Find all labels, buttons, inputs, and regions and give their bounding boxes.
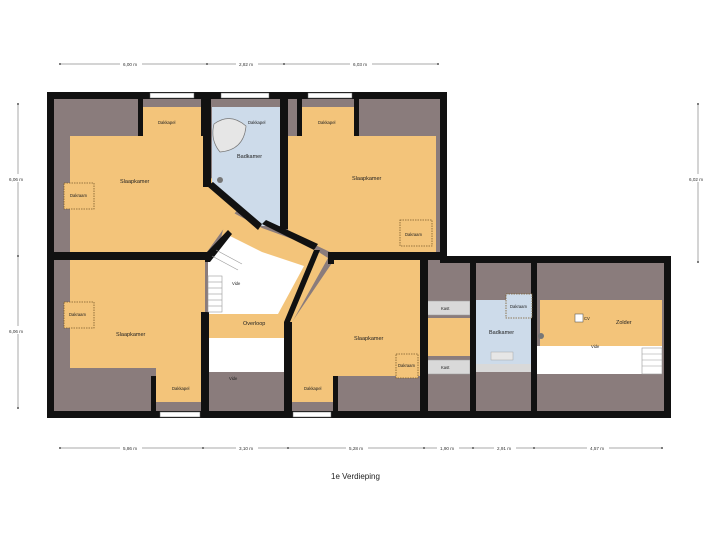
dimension-label: 3,10 m bbox=[239, 446, 253, 451]
label-kast: Kast bbox=[441, 365, 450, 370]
dimension-label: 5,28 m bbox=[349, 446, 363, 451]
room-label-badkamer: Badkamer bbox=[489, 330, 514, 336]
label-dakraam: Dakraam bbox=[70, 193, 87, 198]
diagonal-wall bbox=[205, 230, 232, 262]
room-dakkapel bbox=[143, 107, 201, 136]
stair-wall bbox=[328, 252, 334, 264]
label-dakkapel: Dakkapel bbox=[304, 386, 322, 391]
dimension-labels-side: 6,06 m 6,06 m 6,02 m bbox=[8, 174, 708, 334]
room-slaapkamer bbox=[288, 136, 436, 252]
room-label-slaapkamer: Slaapkamer bbox=[120, 179, 150, 185]
dimension-label: 6,06 m bbox=[9, 177, 23, 182]
dimension-label: 6,02 m bbox=[689, 177, 703, 182]
label-kast: Kast bbox=[441, 306, 450, 311]
label-dakraam: Dakraam bbox=[69, 312, 86, 317]
room-zolder-entry bbox=[540, 300, 574, 346]
vide-area bbox=[208, 338, 288, 372]
label-dakkapel: Dakkapel bbox=[172, 386, 190, 391]
room-label-slaapkamer: Slaapkamer bbox=[116, 332, 146, 338]
room-slaapkamer-strip bbox=[420, 318, 470, 356]
interior-walls bbox=[54, 99, 537, 411]
dimension-labels-top: 6,00 m 2,82 m 6,03 m bbox=[120, 61, 372, 67]
label-dakkapel: Dakkapel bbox=[248, 120, 266, 125]
label-dakraam: Dakraam bbox=[398, 363, 415, 368]
toilet-icon bbox=[217, 177, 223, 183]
room-label-zolder: Zolder bbox=[616, 320, 632, 326]
label-dakkapel: Dakkapel bbox=[158, 120, 176, 125]
room-label-slaapkamer: Slaapkamer bbox=[352, 176, 382, 182]
vide-area bbox=[208, 234, 304, 314]
dimension-label: 2,91 m bbox=[497, 446, 511, 451]
dimension-label: 6,00 m bbox=[123, 62, 137, 67]
dimension-label: 5,86 m bbox=[123, 446, 137, 451]
skylights bbox=[63, 182, 533, 379]
room-slaapkamer bbox=[156, 368, 205, 402]
diagonal-wall bbox=[262, 220, 318, 250]
room-label-vide: Vide bbox=[232, 281, 241, 286]
room-label-badkamer: Badkamer bbox=[237, 154, 262, 160]
sink-icon bbox=[490, 351, 514, 361]
dimension-label: 6,03 m bbox=[353, 62, 367, 67]
label-dakraam: Dakraam bbox=[405, 232, 422, 237]
room-label-vide: Vide bbox=[591, 344, 600, 349]
dimension-label: 4,57 m bbox=[590, 446, 604, 451]
vide-area bbox=[536, 346, 662, 374]
room-slaapkamer bbox=[292, 260, 420, 402]
bathtub-icon bbox=[212, 118, 247, 153]
dimension-ticks bbox=[17, 63, 699, 449]
room-slaapkamer bbox=[70, 136, 240, 252]
room-label-overloop: Overloop bbox=[243, 321, 265, 327]
dormer-walls bbox=[138, 99, 359, 411]
dimension-labels-bottom: 5,86 m 3,10 m 5,28 m 1,90 m 2,91 m 4,57 … bbox=[120, 445, 609, 451]
toilet-icon bbox=[538, 333, 544, 339]
room-label-vide: Vide bbox=[229, 376, 238, 381]
stairs bbox=[207, 249, 663, 375]
label-dakkapel: Dakkapel bbox=[318, 120, 336, 125]
room-zolder bbox=[572, 300, 662, 346]
diagonal-wall bbox=[207, 182, 262, 230]
floor-title: 1e Verdieping bbox=[331, 472, 380, 481]
label-cv: CV bbox=[584, 316, 590, 321]
dimension-label: 1,90 m bbox=[440, 446, 454, 451]
dimension-label: 6,06 m bbox=[9, 329, 23, 334]
cv-unit bbox=[574, 313, 584, 323]
dimension-label: 2,82 m bbox=[239, 62, 253, 67]
label-dakraam: Dakraam bbox=[510, 304, 527, 309]
room-dakkapel bbox=[302, 107, 354, 136]
windows bbox=[149, 92, 353, 418]
cabinet-strip bbox=[474, 364, 534, 372]
diagonal-wall bbox=[284, 250, 320, 322]
room-label-slaapkamer: Slaapkamer bbox=[354, 336, 384, 342]
